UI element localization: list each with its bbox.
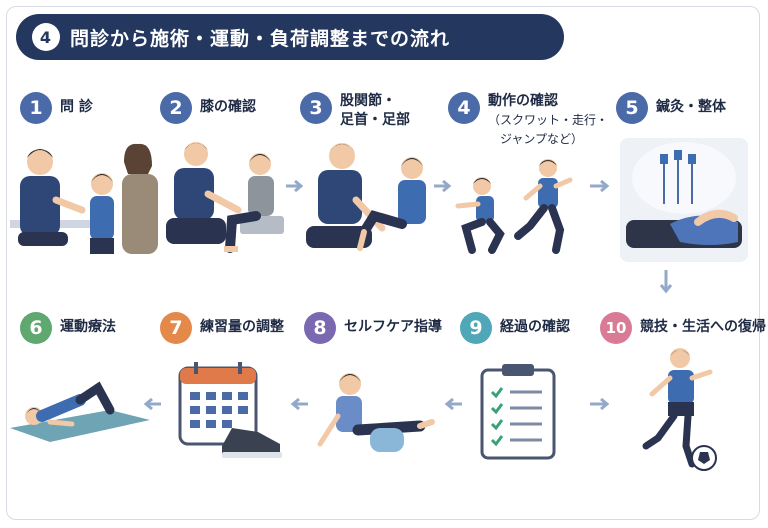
step-8: 8 セルフケア指導 bbox=[304, 312, 442, 344]
step-10: 10 競技・生活への復帰 bbox=[600, 312, 766, 344]
step-4-badge: 4 bbox=[448, 92, 480, 124]
consultation-illustration bbox=[10, 143, 158, 254]
checklist-clipboard-illustration bbox=[480, 364, 556, 460]
step-7-label: 練習量の調整 bbox=[200, 319, 284, 335]
title-text: 問診から施術・運動・負荷調整までの流れ bbox=[70, 27, 451, 50]
arrow-down-icon bbox=[659, 270, 673, 294]
arrow-left-icon bbox=[444, 397, 462, 411]
step-6: 6 運動療法 bbox=[20, 312, 116, 344]
step-3-label: 股関節・ 足首・足部 bbox=[340, 93, 410, 128]
step-5-label: 鍼灸・整体 bbox=[656, 99, 726, 115]
arrow-right-icon bbox=[286, 179, 304, 193]
step-5-badge: 5 bbox=[616, 92, 648, 124]
knee-check-illustration bbox=[166, 142, 284, 253]
page-title: 4 問診から施術・運動・負荷調整までの流れ bbox=[16, 14, 564, 60]
step-2-label: 膝の確認 bbox=[200, 99, 256, 115]
step-8-label: セルフケア指導 bbox=[344, 319, 442, 335]
step-9-badge: 9 bbox=[460, 312, 492, 344]
step-2-badge: 2 bbox=[160, 92, 192, 124]
arrow-right-icon bbox=[590, 179, 610, 193]
hip-ankle-check-illustration bbox=[306, 143, 426, 251]
step-4: 4 動作の確認 （スクワット・走行・ ジャンプなど） bbox=[448, 92, 608, 149]
step-4-label: 動作の確認 （スクワット・走行・ ジャンプなど） bbox=[488, 93, 609, 146]
arrow-right-icon bbox=[434, 179, 452, 193]
arrow-right-icon bbox=[590, 397, 610, 411]
step-7-badge: 7 bbox=[160, 312, 192, 344]
step-1: 1 問 診 bbox=[20, 92, 93, 124]
step-3: 3 股関節・ 足首・足部 bbox=[300, 92, 410, 130]
step-1-badge: 1 bbox=[20, 92, 52, 124]
squat-run-illustration bbox=[455, 159, 573, 254]
step-6-label: 運動療法 bbox=[60, 319, 116, 335]
step-10-badge: 10 bbox=[600, 312, 632, 344]
step-1-label: 問 診 bbox=[60, 99, 93, 115]
bridge-exercise-illustration bbox=[10, 381, 150, 442]
step-8-badge: 8 bbox=[304, 312, 336, 344]
acupuncture-needles-illustration bbox=[620, 138, 748, 262]
arrow-left-icon bbox=[290, 397, 308, 411]
step-9-label: 経過の確認 bbox=[500, 319, 570, 335]
calendar-shoe-illustration bbox=[178, 362, 282, 458]
arrow-left-icon bbox=[143, 397, 161, 411]
step-2: 2 膝の確認 bbox=[160, 92, 256, 124]
step-5: 5 鍼灸・整体 bbox=[616, 92, 726, 124]
title-number-badge: 4 bbox=[32, 23, 60, 51]
soccer-player-illustration bbox=[642, 348, 717, 471]
step-7: 7 練習量の調整 bbox=[160, 312, 284, 344]
step-10-label: 競技・生活への復帰 bbox=[640, 319, 766, 335]
step-9: 9 経過の確認 bbox=[460, 312, 570, 344]
step-6-badge: 6 bbox=[20, 312, 52, 344]
step-3-badge: 3 bbox=[300, 92, 332, 124]
foam-roller-illustration bbox=[317, 373, 435, 452]
